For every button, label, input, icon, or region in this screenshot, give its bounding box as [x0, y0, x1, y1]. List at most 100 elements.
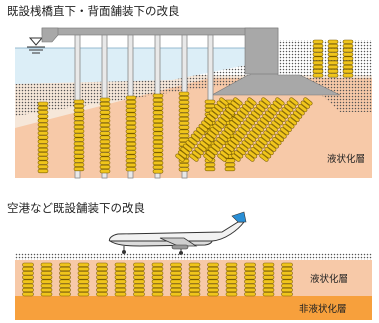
column-segment [204, 162, 216, 167]
improvement-column [175, 97, 229, 162]
column-segment [199, 140, 209, 149]
column-segment [40, 262, 53, 267]
column-segment [73, 166, 85, 172]
column-segment [225, 143, 235, 152]
improvement-column [114, 262, 127, 297]
column-segment [99, 122, 111, 128]
column-segment [96, 279, 108, 284]
improvement-column [96, 262, 108, 297]
column-segment [225, 275, 238, 280]
column-segment [152, 97, 164, 103]
column-segment [248, 113, 258, 123]
column-segment [99, 143, 111, 149]
column-segment [152, 156, 164, 161]
column-segment [178, 116, 190, 122]
improvement-column [244, 262, 256, 297]
column-segment [262, 283, 275, 288]
column-segment [264, 110, 275, 119]
column-segment [278, 110, 289, 119]
column-segment [125, 141, 137, 147]
bottom-diagram-caption: 空港など既設舗装下の改良 [7, 201, 145, 215]
improvement-column [188, 262, 201, 297]
improvement-column [40, 262, 53, 297]
column-segment [188, 283, 201, 288]
column-segment [327, 60, 339, 65]
column-segment [262, 113, 272, 123]
column-segment [244, 279, 256, 284]
column-segment [133, 266, 145, 272]
column-segment [178, 95, 190, 101]
column-segment [312, 43, 324, 49]
column-segment [133, 279, 145, 284]
column-segment [342, 52, 354, 57]
column-segment [234, 113, 244, 123]
column-segment [244, 137, 254, 146]
column-segment [220, 113, 230, 123]
column-segment [208, 146, 218, 156]
improvement-column [37, 101, 49, 174]
column-segment [215, 120, 225, 129]
column-segment [233, 150, 244, 159]
column-segment [267, 143, 277, 152]
column-segment [245, 117, 255, 126]
column-segment [207, 279, 219, 284]
column-segment [290, 113, 300, 123]
column-segment [225, 271, 238, 276]
column-segment [257, 120, 267, 129]
column-segment [246, 133, 257, 142]
column-segment [219, 150, 230, 159]
column-segment [151, 266, 164, 272]
column-segment [312, 39, 324, 44]
column-segment [281, 287, 293, 293]
column-segment [237, 127, 248, 136]
column-segment [73, 145, 85, 151]
column-segment [178, 167, 190, 172]
column-segment [300, 100, 310, 109]
column-segment [73, 120, 85, 125]
column-segment [99, 135, 111, 140]
column-segment [125, 129, 137, 134]
non-liquefiable-layer [15, 296, 372, 320]
improvement-column [262, 262, 275, 297]
column-segment [228, 103, 238, 113]
column-segment [188, 279, 201, 284]
column-segment [37, 105, 49, 111]
column-segment [250, 110, 261, 119]
column-segment [59, 287, 71, 293]
column-segment [204, 166, 216, 172]
improvement-columns [37, 39, 354, 174]
column-segment [125, 150, 137, 155]
column-segment [342, 60, 354, 65]
column-segment [327, 52, 339, 57]
column-segment [99, 131, 111, 136]
column-segment [152, 152, 164, 157]
column-segment [265, 127, 276, 136]
column-segment [245, 153, 255, 162]
column-segment [37, 147, 49, 153]
column-segment [261, 97, 271, 106]
improvement-column [189, 97, 243, 162]
column-segment [99, 114, 111, 119]
column-segment [37, 143, 49, 148]
column-segment [125, 154, 137, 159]
column-segment [37, 131, 49, 136]
column-segment [224, 162, 236, 167]
column-segment [170, 279, 182, 284]
improvement-columns-bottom [22, 262, 293, 297]
column-segment [244, 287, 256, 293]
column-segment [125, 133, 137, 138]
column-segment [73, 158, 85, 163]
column-segment [193, 130, 203, 139]
column-segment [178, 91, 190, 96]
column-segment [178, 125, 190, 130]
column-segment [240, 123, 250, 132]
column-segment [194, 146, 204, 156]
column-segment [327, 56, 339, 61]
column-segment [99, 160, 111, 165]
column-segment [170, 266, 182, 272]
column-segment [133, 287, 145, 293]
column-segment [40, 275, 53, 280]
improvement-column [245, 97, 299, 162]
column-segment [342, 73, 354, 78]
column-segment [59, 283, 71, 288]
